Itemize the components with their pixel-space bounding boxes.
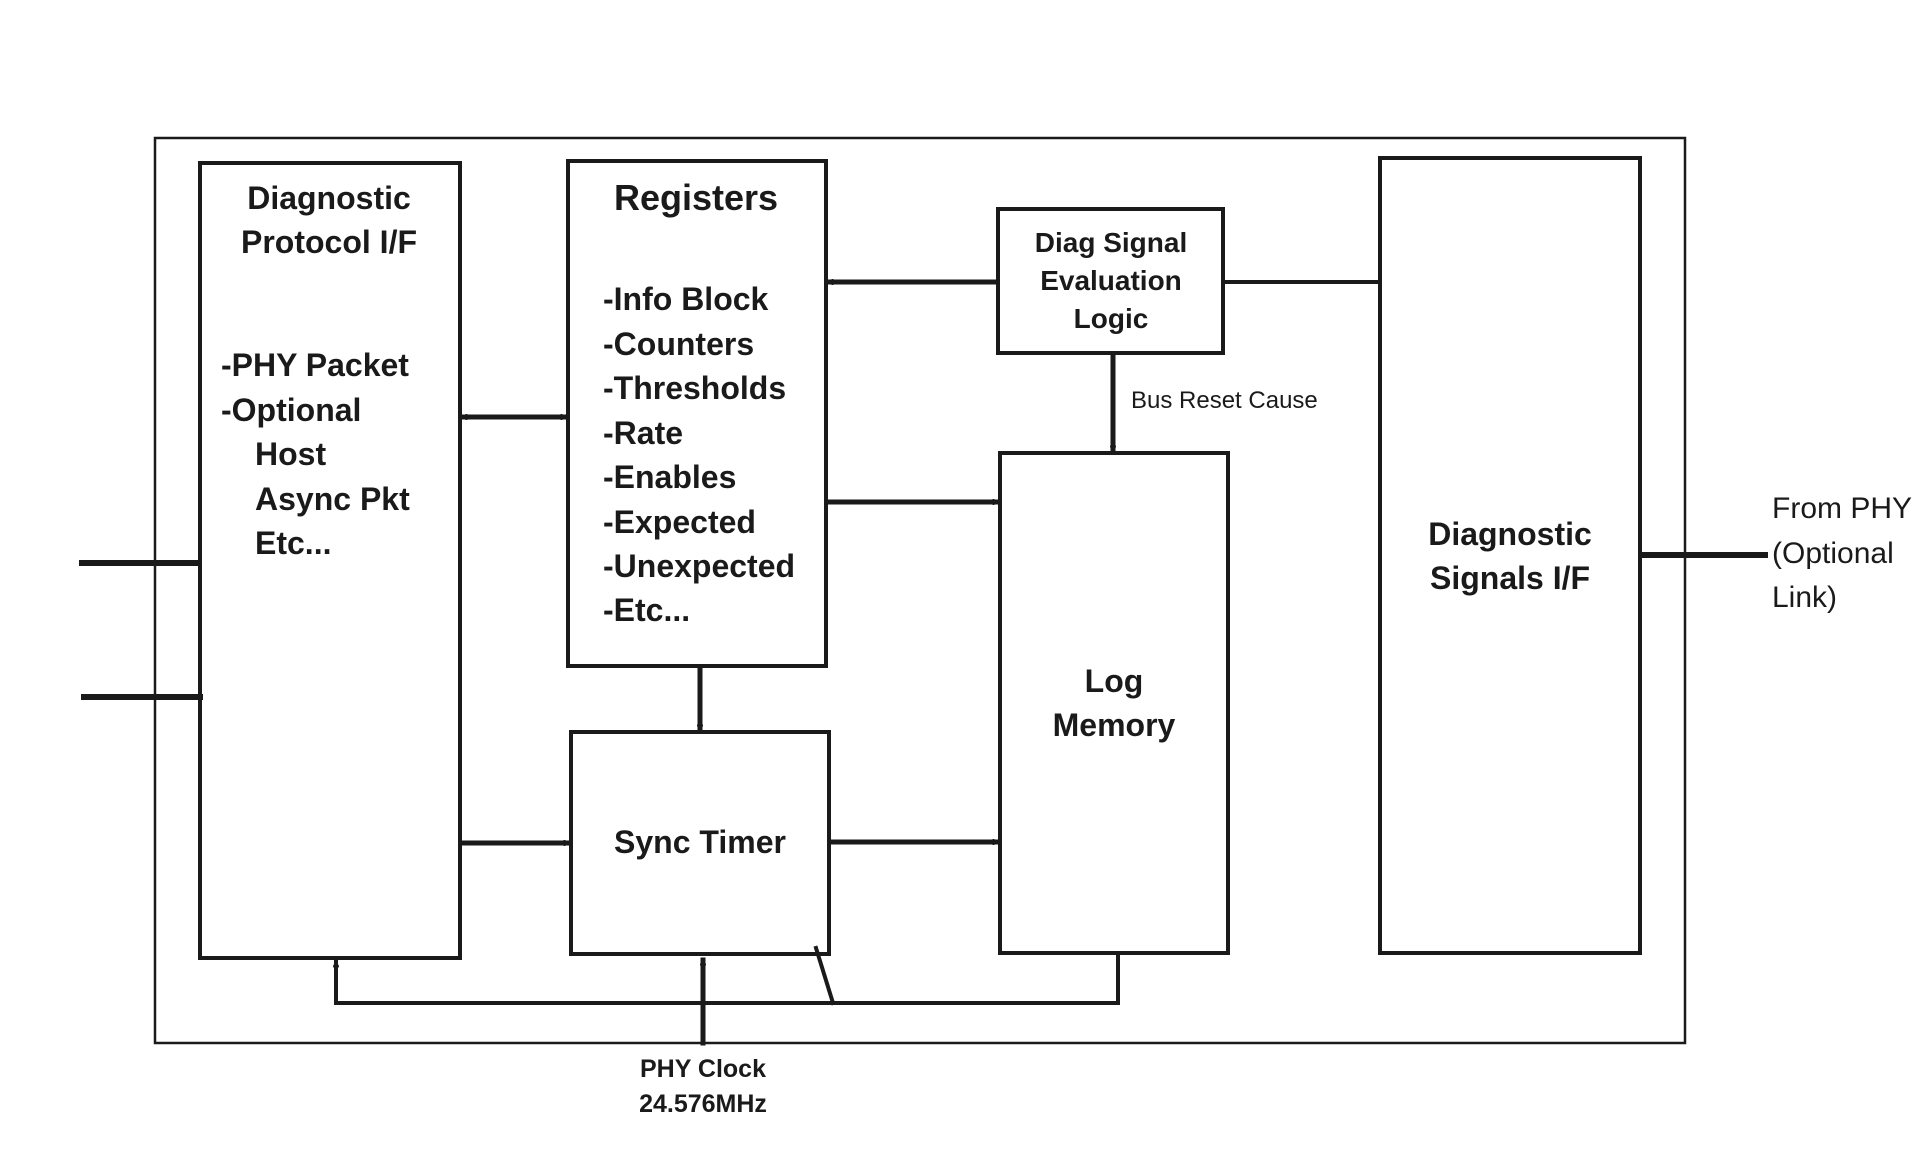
registers-item: -Unexpected (603, 548, 795, 584)
protocol-item: -PHY Packet (221, 347, 409, 383)
diag-signal-eval-label-1: Diag Signal (1035, 227, 1187, 258)
bus-reset-cause-label: Bus Reset Cause (1131, 387, 1318, 414)
registers-block (566, 159, 828, 668)
phy-clock-label-1: PHY Clock (640, 1055, 766, 1083)
protocol-item: Host (255, 436, 326, 472)
registers-item: -Etc... (603, 592, 690, 628)
log-memory-label-1: Log (1085, 663, 1144, 699)
diagnostic-protocol-title-1: Diagnostic (247, 180, 411, 216)
from-phy-label-3: Link) (1772, 581, 1837, 614)
log-memory-block (998, 451, 1230, 955)
feedback-path (336, 953, 1120, 1005)
feedback-tap (813, 945, 836, 1006)
diagnostic-signals-label-1: Diagnostic (1428, 516, 1592, 552)
registers-item: -Info Block (603, 281, 769, 317)
registers-item: -Expected (603, 504, 756, 540)
diagnostic-signals-label-2: Signals I/F (1430, 560, 1590, 596)
diag-signal-eval-label-3: Logic (1074, 303, 1149, 334)
registers-title: Registers (614, 177, 778, 218)
registers-item: -Counters (603, 326, 754, 362)
protocol-item: -Optional (221, 392, 361, 428)
from-phy-label-2: (Optional (1772, 537, 1894, 570)
diag-signal-eval-label-2: Evaluation (1040, 265, 1182, 296)
diagnostic-protocol-block (198, 161, 462, 960)
phy-clock-label-2: 24.576MHz (639, 1090, 767, 1118)
registers-item: -Rate (603, 415, 683, 451)
diagnostic-signals-block (1378, 156, 1642, 955)
protocol-item: Etc... (255, 525, 331, 561)
sync-timer-label: Sync Timer (614, 824, 786, 860)
registers-item: -Enables (603, 459, 736, 495)
from-phy-label-1: From PHY (1772, 492, 1912, 525)
registers-item: -Thresholds (603, 370, 786, 406)
diag-signal-eval-block (996, 207, 1225, 355)
log-memory-label-2: Memory (1053, 707, 1176, 743)
protocol-item: Async Pkt (255, 481, 410, 517)
outer-frame (153, 136, 1687, 1045)
diagnostic-protocol-title-2: Protocol I/F (241, 224, 417, 260)
